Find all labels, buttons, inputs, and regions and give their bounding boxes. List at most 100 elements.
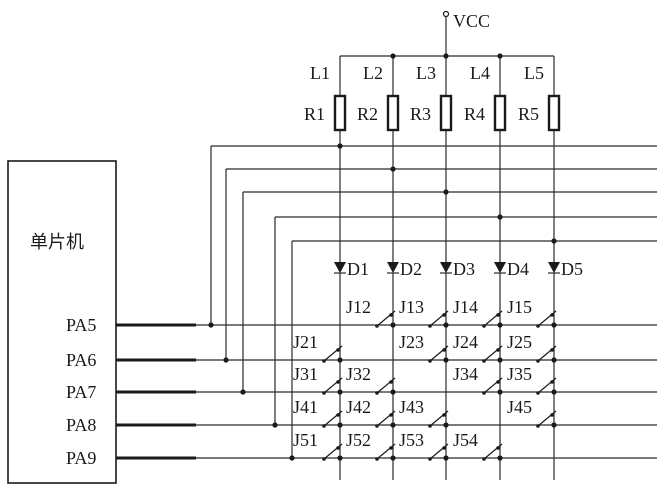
matrix-junction — [390, 422, 396, 428]
matrix-junction — [337, 455, 343, 461]
switch-blade — [323, 443, 343, 460]
switch-blade — [537, 377, 557, 394]
matrix-junction — [551, 357, 557, 363]
row-junction — [289, 455, 295, 461]
diode-label-d2: D2 — [400, 259, 422, 279]
rail-junction — [443, 53, 449, 59]
switch-label-j24: J24 — [453, 332, 478, 352]
switch-label-j34: J34 — [453, 364, 478, 384]
switch-blade — [483, 310, 503, 327]
matrix-junction — [443, 322, 449, 328]
switch-blade — [376, 443, 396, 460]
switch-blade — [537, 410, 557, 427]
mcu-box — [7, 160, 117, 484]
matrix-junction — [390, 322, 396, 328]
vcc-terminal — [442, 10, 450, 18]
switch-j35 — [536, 377, 557, 395]
components — [7, 10, 561, 484]
switch-j51 — [322, 443, 343, 461]
matrix-junction — [497, 357, 503, 363]
diode-label-d5: D5 — [561, 259, 583, 279]
switch-j54 — [482, 443, 503, 461]
led-label-l2: L2 — [363, 63, 383, 83]
switch-j45 — [536, 410, 557, 428]
resistor-label-r4: R4 — [464, 104, 485, 124]
switch-j23 — [428, 345, 449, 363]
switch-label-j53: J53 — [399, 430, 424, 450]
led-label-l1: L1 — [310, 63, 330, 83]
switch-blade — [483, 443, 503, 460]
switch-label-j54: J54 — [453, 430, 478, 450]
matrix-junction — [551, 422, 557, 428]
switch-blade — [483, 345, 503, 362]
led-label-l5: L5 — [524, 63, 544, 83]
resistor-r5 — [547, 94, 561, 132]
switch-label-j25: J25 — [507, 332, 532, 352]
port-label-pa5: PA5 — [66, 315, 96, 335]
switch-label-j31: J31 — [293, 364, 318, 384]
port-label-pa6: PA6 — [66, 350, 96, 370]
diode-d3 — [440, 262, 452, 273]
sense-junction — [497, 214, 503, 220]
switch-label-j15: J15 — [507, 297, 532, 317]
resistor-r3 — [439, 94, 453, 132]
resistor-label-r3: R3 — [410, 104, 431, 124]
resistor-label-r5: R5 — [518, 104, 539, 124]
switch-j52 — [375, 443, 396, 461]
switch-j15 — [536, 310, 557, 328]
led-label-l3: L3 — [416, 63, 436, 83]
row-junction — [272, 422, 278, 428]
diode-d1 — [334, 262, 346, 273]
switch-j34 — [482, 377, 503, 395]
switch-j14 — [482, 310, 503, 328]
switch-label-j32: J32 — [346, 364, 371, 384]
switch-label-j52: J52 — [346, 430, 371, 450]
matrix-junction — [443, 455, 449, 461]
matrix-junction — [443, 357, 449, 363]
rail-junction — [390, 53, 396, 59]
switch-j21 — [322, 345, 343, 363]
switch-blade — [376, 377, 396, 394]
matrix-junction — [497, 389, 503, 395]
rail-junction — [497, 53, 503, 59]
matrix-junction — [390, 389, 396, 395]
switch-j42 — [375, 410, 396, 428]
switch-label-j41: J41 — [293, 397, 318, 417]
switch-label-j35: J35 — [507, 364, 532, 384]
mcu-label: 单片机 — [30, 232, 84, 253]
diode-label-d3: D3 — [453, 259, 475, 279]
vcc-label: VCC — [453, 11, 490, 31]
switch-blade — [429, 345, 449, 362]
switch-label-j45: J45 — [507, 397, 532, 417]
switch-j24 — [482, 345, 503, 363]
switch-j53 — [428, 443, 449, 461]
row-junction — [208, 322, 214, 328]
switch-blade — [537, 310, 557, 327]
diode-d2 — [387, 262, 399, 273]
switch-blade — [323, 345, 343, 362]
switch-blade — [483, 377, 503, 394]
switch-label-j12: J12 — [346, 297, 371, 317]
switch-j41 — [322, 410, 343, 428]
resistor-label-r2: R2 — [357, 104, 378, 124]
diode-d5 — [548, 262, 560, 273]
resistor-r4 — [493, 94, 507, 132]
switch-blade — [376, 410, 396, 427]
matrix-junction — [551, 322, 557, 328]
diode-d4 — [494, 262, 506, 273]
resistor-r1 — [333, 94, 347, 132]
switch-j31 — [322, 377, 343, 395]
switch-label-j13: J13 — [399, 297, 424, 317]
switch-blade — [537, 345, 557, 362]
matrix-junction — [337, 357, 343, 363]
led-label-l4: L4 — [470, 63, 490, 83]
switch-j13 — [428, 310, 449, 328]
switch-blade — [429, 443, 449, 460]
wiring — [116, 17, 657, 480]
sense-junction — [337, 143, 343, 149]
switch-label-j14: J14 — [453, 297, 478, 317]
matrix-junction — [390, 455, 396, 461]
row-junction — [240, 389, 246, 395]
switch-label-j42: J42 — [346, 397, 371, 417]
